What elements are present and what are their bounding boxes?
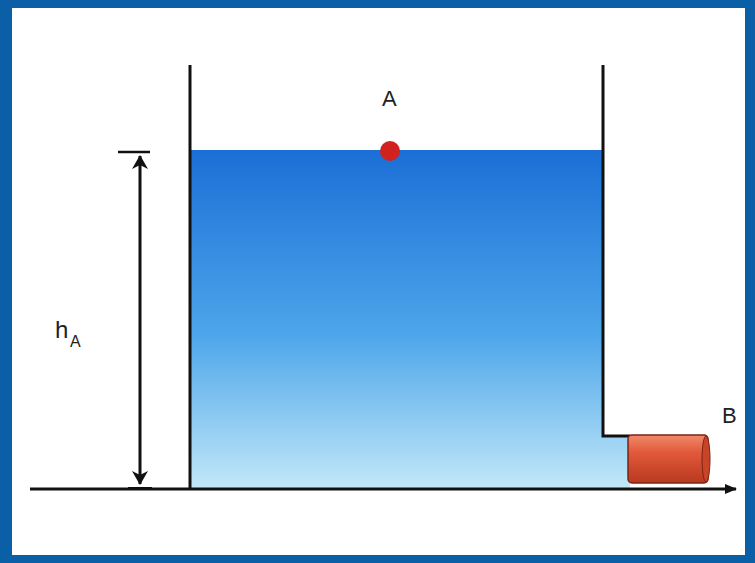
dimension-tick: [118, 151, 150, 154]
baseline-axis: [30, 488, 736, 491]
outlet-pipe: [628, 435, 708, 483]
point-label: B: [722, 405, 737, 427]
dimension-subscript: A: [70, 334, 81, 350]
frame-inner: [12, 8, 745, 555]
point-a: [380, 141, 400, 161]
tank-wall: [603, 65, 630, 436]
point-label: A: [382, 88, 397, 110]
water: [191, 150, 630, 488]
outlet-pipe-end: [702, 436, 710, 482]
dimension-arrow: [139, 156, 142, 484]
tank-wall: [189, 65, 192, 488]
dimension-label: h: [55, 318, 68, 342]
